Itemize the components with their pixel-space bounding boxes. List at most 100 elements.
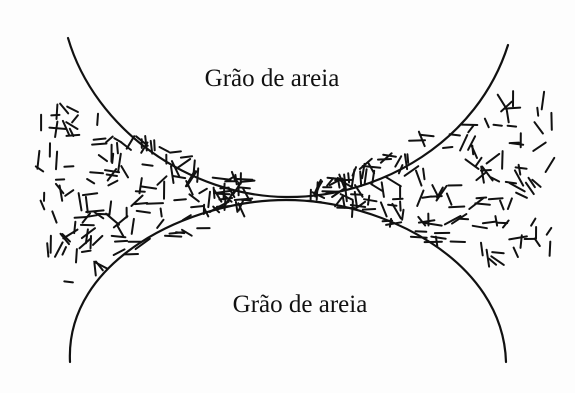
clay-particle — [130, 217, 135, 235]
clay-particle — [442, 146, 454, 149]
clay-particle — [89, 171, 104, 175]
clay-particle — [334, 194, 345, 208]
clay-particle — [77, 192, 83, 212]
clay-particle — [94, 260, 104, 272]
clay-particle — [211, 176, 232, 181]
clay-particle — [341, 196, 346, 209]
clay-particle — [61, 246, 67, 256]
clay-particle — [73, 220, 77, 235]
clay-particle — [141, 163, 154, 167]
clay-particle — [506, 124, 518, 128]
clay-particle — [196, 167, 200, 183]
clay-particle — [138, 177, 143, 195]
clay-particle — [370, 183, 384, 192]
clay-particle — [358, 157, 373, 170]
clay-particle — [237, 202, 246, 218]
clay-particle — [46, 242, 50, 258]
clay-particle — [164, 234, 183, 238]
clay-particle — [75, 248, 78, 264]
clay-particle — [532, 141, 547, 152]
clay-particle — [198, 187, 208, 195]
clay-particle — [448, 205, 466, 209]
clay-particle — [475, 171, 487, 182]
clay-particle — [513, 169, 525, 187]
clay-particle — [54, 120, 59, 138]
clay-particle — [414, 230, 428, 233]
clay-particle — [359, 170, 363, 187]
clay-particle — [415, 169, 423, 187]
clay-particle — [242, 187, 250, 201]
clay-particle — [397, 164, 404, 175]
clay-particle — [347, 172, 351, 184]
clay-particle — [467, 135, 477, 151]
clay-particle — [61, 233, 71, 243]
clay-particle — [491, 251, 505, 255]
clay-particle — [55, 150, 59, 171]
clay-particle — [65, 121, 79, 130]
clay-particle — [63, 280, 74, 284]
clay-particle — [233, 177, 254, 181]
clay-particle — [311, 191, 326, 199]
clay-particle — [367, 162, 376, 175]
clay-particle — [508, 235, 528, 241]
clay-particle — [494, 215, 499, 227]
clay-particle — [106, 168, 118, 182]
clay-particle — [545, 226, 553, 236]
clay-particle — [307, 199, 323, 204]
clay-particle — [418, 133, 435, 138]
clay-particle — [97, 154, 108, 163]
clay-particle — [464, 158, 480, 170]
clay-particle — [66, 105, 79, 113]
clay-particle — [59, 232, 70, 246]
clay-particle — [517, 163, 522, 176]
clay-particle — [485, 248, 491, 268]
clay-particle — [213, 189, 223, 203]
clay-particle — [133, 202, 149, 206]
clay-particle — [481, 165, 494, 182]
clay-particle — [354, 184, 364, 198]
clay-particle — [116, 224, 125, 238]
clay-particle — [50, 113, 61, 117]
clay-particle — [527, 176, 536, 189]
clay-particle — [496, 93, 508, 110]
clay-particle — [431, 184, 440, 198]
clay-particle — [173, 198, 187, 202]
clay-particle — [135, 135, 149, 147]
clay-particle — [184, 169, 196, 188]
clay-particle — [485, 152, 501, 165]
clay-particle — [328, 177, 344, 187]
clay-particle — [93, 211, 105, 220]
clay-particle — [471, 144, 475, 156]
clay-particle — [234, 200, 239, 213]
clay-particle — [174, 158, 192, 171]
clay-particle — [315, 181, 319, 201]
clay-particle — [225, 175, 235, 183]
clay-particle — [84, 228, 89, 245]
clay-particle — [449, 240, 466, 243]
clay-particle — [481, 220, 498, 225]
clay-particle — [531, 178, 542, 188]
clay-particle — [54, 182, 65, 195]
clay-particle — [325, 190, 339, 195]
clay-particle — [158, 146, 170, 153]
clay-particle — [179, 155, 194, 159]
clay-particle — [212, 205, 221, 214]
clay-particle — [416, 189, 425, 207]
clay-particle — [159, 207, 163, 218]
clay-particle — [401, 208, 405, 221]
clay-particle — [515, 191, 528, 199]
clay-particle — [108, 200, 113, 216]
clay-particle — [175, 231, 186, 235]
bottom-grain-outline — [68, 198, 508, 364]
clay-particle — [237, 199, 245, 212]
clay-particle — [508, 182, 526, 193]
clay-particle — [149, 139, 154, 155]
clay-particle — [403, 165, 420, 177]
clay-particle — [116, 141, 119, 155]
clay-particle — [190, 205, 205, 209]
clay-particle — [120, 141, 132, 151]
clay-particle — [536, 106, 540, 117]
clay-particle — [504, 106, 522, 110]
clay-particle — [80, 227, 96, 240]
clay-particle — [104, 169, 121, 174]
